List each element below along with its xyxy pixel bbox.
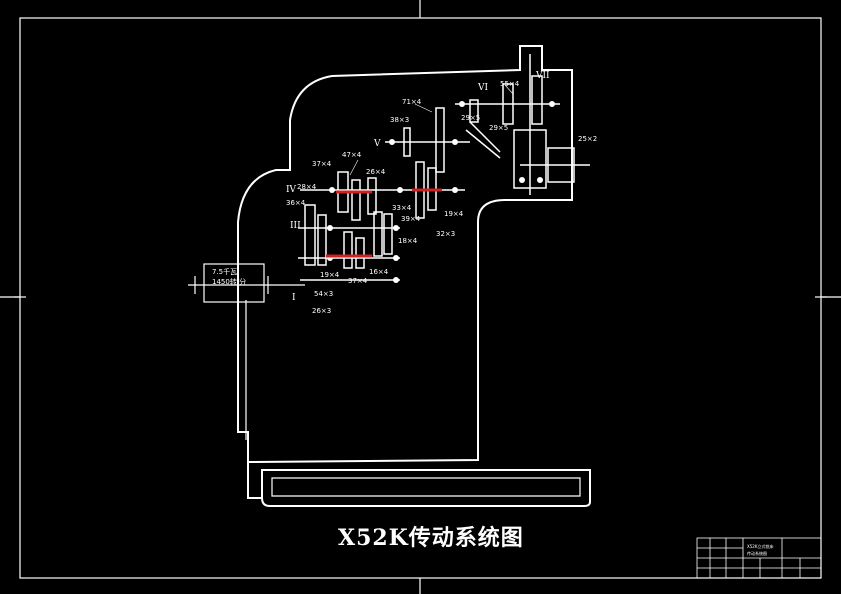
gear-label: 54×3 [314, 290, 333, 298]
shaft-label-v: V [373, 139, 381, 149]
motor-label-speed: 1450转/分 [212, 277, 246, 286]
gear-train [298, 54, 590, 281]
gear-label: 26×4 [366, 168, 386, 176]
title-block-name: 传动系统图 [747, 550, 767, 556]
gear-label: 25×2 [578, 135, 597, 143]
shaft-label-i: I [292, 293, 296, 303]
bearings [327, 101, 555, 283]
gear-label: 37×4 [312, 160, 332, 168]
drawing-title: X52K传动系统图 [338, 525, 524, 551]
motor [188, 263, 305, 303]
gear-label: 29×5 [489, 124, 508, 132]
gear-label: 38×3 [390, 116, 409, 124]
gear-label: 19×4 [444, 210, 464, 218]
gear-label: 39×4 [401, 215, 421, 223]
gear-label: 33×4 [392, 204, 412, 212]
shaft-label-vi: VI [477, 83, 488, 93]
highlight-bars [326, 188, 442, 258]
gear-label: 19×4 [320, 271, 340, 279]
gear-label: 37×4 [348, 277, 368, 285]
gear-label: 26×3 [312, 307, 331, 315]
gear-label: 16×4 [369, 268, 389, 276]
gear-label: 47×4 [342, 151, 362, 159]
shaft-label-iii: III [290, 221, 301, 231]
gear-label: 18×4 [398, 237, 418, 245]
machine-body-outline [237, 45, 591, 507]
gear-label: 71×4 [402, 98, 422, 106]
title-block [696, 537, 822, 579]
title-block-machine: X52K立式铣床 [747, 543, 773, 549]
shaft-label-iv: IV [286, 185, 297, 195]
gear-label: 29×5 [461, 114, 480, 122]
shaft-label-vii: VII [535, 71, 550, 81]
gear-label: 28×4 [297, 183, 317, 191]
leader-lines [349, 84, 514, 176]
motor-label-power: 7.5千瓦 [212, 267, 237, 276]
gear-label: 55×4 [500, 80, 520, 88]
gear-label: 32×3 [436, 230, 455, 238]
gear-label: 36×4 [286, 199, 306, 207]
